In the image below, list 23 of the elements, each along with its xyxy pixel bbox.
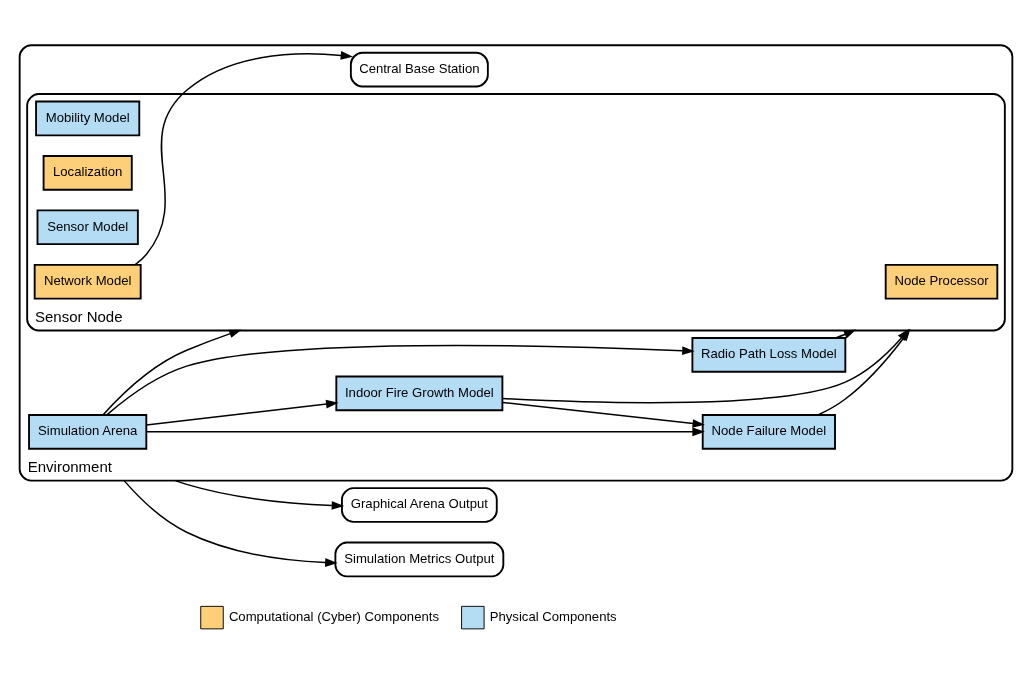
arrow bbox=[834, 329, 857, 339]
node-box: Localization bbox=[42, 154, 133, 191]
node-box: Central Base Station bbox=[349, 51, 489, 87]
legend-label: Physical Components bbox=[489, 608, 617, 624]
node-box: Node Failure Model bbox=[701, 413, 836, 450]
node-box: Graphical Arena Output bbox=[341, 486, 498, 523]
arrow bbox=[501, 401, 705, 428]
node-box: Indoor Fire Growth Model bbox=[335, 375, 504, 411]
node-box: Node Processor bbox=[884, 263, 999, 300]
node-box: Simulation Metrics Output bbox=[334, 541, 505, 577]
node-box: Simulation Arena bbox=[28, 413, 148, 450]
node-box: Sensor Model bbox=[36, 208, 139, 245]
arrow bbox=[123, 479, 338, 567]
arrow bbox=[145, 427, 705, 436]
arrow bbox=[102, 329, 242, 416]
arrow bbox=[145, 399, 339, 426]
legend-label: Computational (Cyber) Components bbox=[228, 608, 439, 624]
node-box: Mobility Model bbox=[35, 100, 141, 136]
arrow bbox=[106, 344, 695, 416]
node-box: Radio Path Loss Model bbox=[691, 336, 847, 373]
node-box: Network Model bbox=[33, 263, 142, 300]
arrow bbox=[174, 479, 345, 510]
arrow bbox=[134, 50, 354, 266]
